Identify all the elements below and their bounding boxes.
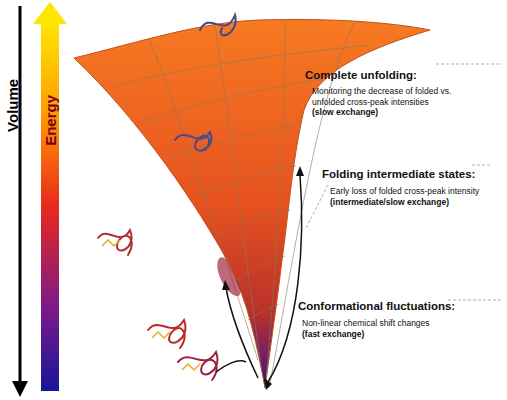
arrow-head (12, 381, 28, 397)
description-text: Non-linear chemical shift changes (302, 318, 472, 329)
section-heading: Complete unfolding: (305, 68, 417, 82)
energy-bar (41, 23, 59, 391)
intermediate-well (217, 257, 240, 296)
axis-label: Volume (5, 78, 24, 131)
description-text: Early loss of folded cross-peak intensit… (330, 186, 500, 197)
arrow-head (33, 2, 67, 24)
description-block: Non-linear chemical shift changes(fast e… (302, 318, 472, 339)
arrow-head (222, 166, 304, 390)
protein-cartoon (98, 15, 236, 380)
axis-label: Energy (42, 95, 61, 146)
description-block: Early loss of folded cross-peak intensit… (330, 186, 500, 207)
section-heading: Folding intermediate states: (322, 167, 475, 181)
exchange-regime: (fast exchange) (302, 329, 472, 340)
protein-helix (102, 240, 200, 370)
volume-arrow (19, 6, 22, 384)
exchange-arrow (216, 175, 302, 382)
exchange-regime: (intermediate/slow exchange) (330, 197, 500, 208)
description-block: Monitoring the decrease of folded vs. un… (312, 86, 477, 118)
description-text: Monitoring the decrease of folded vs. un… (312, 86, 477, 107)
leader-line (306, 64, 502, 300)
exchange-regime: (slow exchange) (312, 107, 477, 118)
section-heading: Conformational fluctuations: (298, 299, 455, 313)
